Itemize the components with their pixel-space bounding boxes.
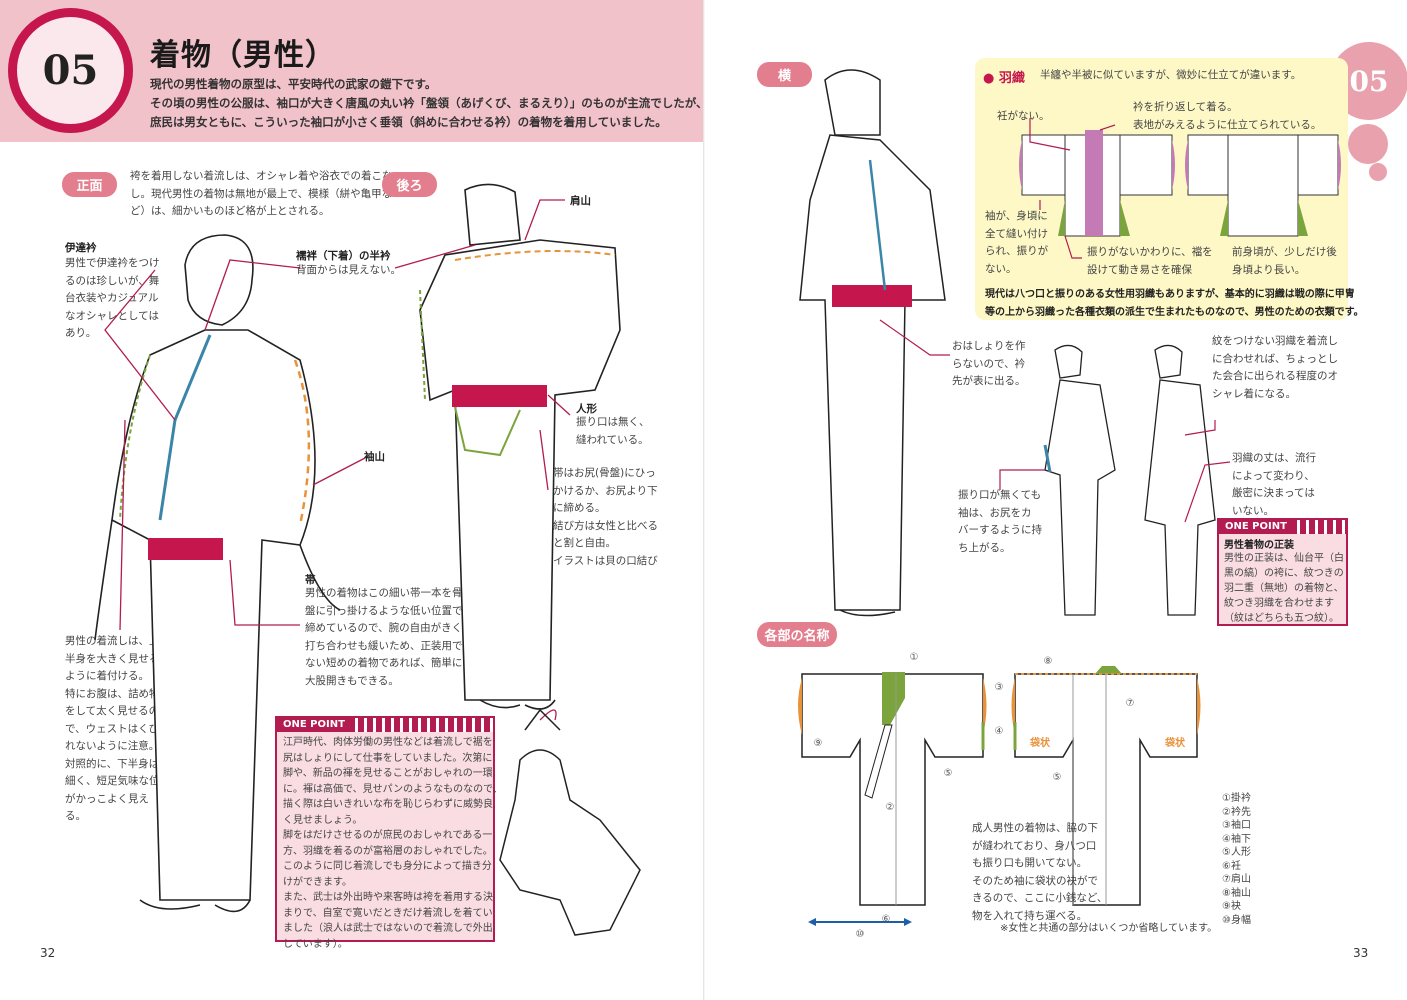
machi-note: 振りがないかわりに、襠を 設けて動き易さを確保 bbox=[1087, 246, 1213, 276]
sodeyama-label: 袖山 bbox=[364, 451, 385, 463]
furiguchi-note: 振り口が無くても 袖は、お尻をカ バーするように持 ち上がる。 bbox=[958, 489, 1042, 554]
marker-9: ⑨ bbox=[814, 738, 823, 749]
front-obi bbox=[148, 538, 223, 560]
one-point-header: ONE POINT bbox=[277, 718, 493, 732]
obi-text: 男性の着物はこの細い帯一本を骨 盤に引っ掛けるような低い位置で 締めているので、… bbox=[305, 587, 473, 687]
legend-item: ①掛衿 bbox=[1222, 793, 1251, 804]
one-point-box-left: ONE POINT 江戸時代、肉体労働の男性などは着流しで裾を 尻はしょりにして… bbox=[275, 716, 503, 950]
juban-text: 背面からは見えない。 bbox=[296, 264, 401, 276]
marker-2: ② bbox=[886, 802, 895, 813]
page-number: 33 bbox=[1353, 946, 1369, 960]
take-note: 羽織の丈は、流行 によって変わり、 厳密に決まっては いない。 bbox=[1232, 452, 1316, 517]
juban-title: 襦袢（下着）の半衿 bbox=[296, 250, 391, 262]
one-point-text: 江戸時代、肉体労働の男性などは着流しで裾を 尻はしょりにして仕事をしていました。… bbox=[283, 737, 503, 950]
one-point-box-right: ONE POINT 男性着物の正装 男性の正装は、仙台平（白 黒の縞）の袴に、紋… bbox=[1217, 518, 1348, 626]
page-title: 着物（男性） bbox=[150, 38, 336, 73]
intro-text: 現代の男性着物の原型は、平安時代の武家の鎧下です。 その頃の男性の公服は、袖口が… bbox=[150, 77, 708, 129]
marker-6: ⑥ bbox=[882, 914, 891, 925]
diagram-note: 成人男性の着物は、脇の下 が縫われており、身八つ口 も振り口も開いてない。 その… bbox=[972, 822, 1108, 922]
marker-5b: ⑤ bbox=[1053, 772, 1062, 783]
okumi-note: 衽がない。 bbox=[997, 110, 1050, 122]
marker-4: ④ bbox=[995, 726, 1004, 737]
kimono-parts-diagram: ① ② ③ ④ ⑤ ⑤ ⑥ ⑦ ⑧ ⑨ ⑩ 袋状 袋状 bbox=[798, 652, 1201, 940]
one-point-header: ONE POINT bbox=[1219, 520, 1346, 534]
legend-item: ⑧袖山 bbox=[1222, 887, 1251, 899]
sode-note: 袖が、身頃に 全て縫い付け られ、振りが ない。 bbox=[985, 210, 1049, 275]
front-label: 正面 bbox=[62, 172, 117, 197]
parts-label: 各部の名称 bbox=[757, 622, 837, 647]
haori-subtitle: 半纏や半被に似ていますが、微妙に仕立てが違います。 bbox=[1040, 69, 1302, 81]
one-point-text: 男性の正装は、仙台平（白 黒の縞）の袴に、紋つきの 羽二重（無地）の着物と、 紋… bbox=[1224, 553, 1344, 624]
fukuro-label: 袋状 bbox=[1164, 736, 1186, 749]
marker-7: ⑦ bbox=[1126, 698, 1135, 709]
hitogata-title: 人形 bbox=[576, 403, 597, 415]
page-number: 32 bbox=[40, 946, 56, 960]
haori-summary: 現代は八つ口と振りのある女性用羽織もありますが、基本的に羽織は戦の際に甲冑 等の… bbox=[985, 289, 1364, 318]
legend-item: ⑤人形 bbox=[1222, 847, 1251, 858]
decor-circle bbox=[1348, 124, 1388, 164]
one-point-title: 男性着物の正装 bbox=[1224, 540, 1294, 551]
legend-item: ②衿先 bbox=[1222, 806, 1251, 818]
parts-legend: ①掛衿 ②衿先 ③袖口 ④袖下 ⑤人形 ⑥衽 ⑦肩山 ⑧袖山 ⑨袂 ⑩身幅 bbox=[1222, 792, 1251, 927]
date-eri-title: 伊達衿 bbox=[65, 242, 97, 254]
haori-title: ● 羽織 bbox=[983, 71, 1025, 86]
legend-item: ⑨袂 bbox=[1222, 901, 1241, 912]
front-figure-illustration bbox=[94, 183, 641, 936]
marker-8: ⑧ bbox=[1044, 656, 1053, 667]
marker-5: ⑤ bbox=[944, 768, 953, 779]
section-number-badge: 05 bbox=[8, 8, 133, 133]
legend-item: ⑥衽 bbox=[1222, 860, 1241, 872]
eri-note: 衿を折り返して着る。 表地がみえるように仕立てられている。 bbox=[1133, 101, 1322, 131]
kinagashi-text: 男性の着流しは、上 半身を大きく見せる ように着付ける。 特にお腹は、詰め物 を… bbox=[65, 635, 160, 822]
katayama-label: 肩山 bbox=[570, 195, 591, 207]
fukuro-label: 袋状 bbox=[1029, 736, 1051, 749]
legend-item: ③袖口 bbox=[1222, 820, 1251, 831]
obi-back-text: 帯はお尻(骨盤)にひっ かけるか、お尻より下 に締める。 結び方は女性と比べる … bbox=[553, 467, 658, 567]
date-eri-text: 男性で伊達衿をつけ るのは珍しいが、舞 台衣装やカジュアル なオシャレとしては … bbox=[65, 257, 160, 339]
legend-item: ⑩身幅 bbox=[1222, 914, 1251, 926]
maemigoro-note: 前身頃が、少しだけ後 身頃より長い。 bbox=[1232, 246, 1337, 276]
marker-3: ③ bbox=[995, 682, 1004, 693]
mon-note: 紋をつけない羽織を着流し に合わせれば、ちょっとし た会合に出られる程度のオ シ… bbox=[1212, 335, 1338, 400]
book-gutter bbox=[703, 0, 705, 1000]
marker-1: ① bbox=[910, 652, 919, 663]
obi-title: 帯 bbox=[305, 574, 316, 586]
hitogata-text: 振り口は無く、 縫われている。 bbox=[576, 416, 650, 446]
marker-10: ⑩ bbox=[856, 929, 865, 940]
decor-circle bbox=[1369, 163, 1387, 181]
side-label: 横 bbox=[757, 62, 812, 87]
legend-item: ⑦肩山 bbox=[1222, 874, 1251, 885]
back-label: 後ろ bbox=[382, 172, 437, 197]
ohashori-note: おはしょりを作 らないので、衿 先が表に出る。 bbox=[952, 340, 1026, 387]
front-description: 袴を着用しない着流しは、オシャレ着や浴衣での着こな し。現代男性の着物は無地が最… bbox=[130, 170, 393, 217]
diagram-footnote: ※女性と共通の部分はいくつか省略しています。 bbox=[1000, 923, 1218, 934]
legend-item: ④袖下 bbox=[1222, 833, 1251, 845]
left-page: 05 着物（男性） 現代の男性着物の原型は、平安時代の武家の鎧下です。 その頃の… bbox=[0, 0, 708, 1000]
